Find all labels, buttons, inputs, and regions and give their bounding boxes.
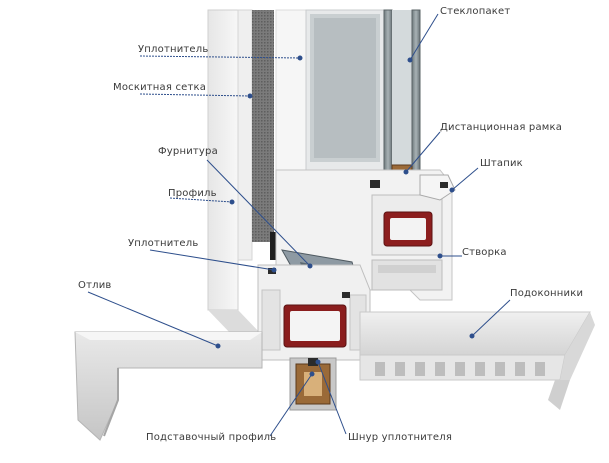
leader-dot-podokonniki xyxy=(469,333,475,339)
leader-dot-stvorka xyxy=(437,253,443,259)
leader-dot-furnitura xyxy=(307,263,313,269)
label-stvorka: Створка xyxy=(462,247,507,258)
leader-dot-shnur xyxy=(315,359,321,365)
frame-profile xyxy=(257,264,371,361)
leader-furnitura xyxy=(206,159,311,267)
leader-profil xyxy=(169,197,233,203)
label-uplotnitel-top: Уплотнитель xyxy=(138,44,209,55)
label-furnitura: Фурнитура xyxy=(158,146,218,157)
leader-dot-uplotnitel-mid xyxy=(271,267,277,273)
leader-uplotnitel-top xyxy=(139,55,301,59)
leader-podstavochny xyxy=(269,373,313,437)
leader-steklopaket xyxy=(409,13,439,61)
sash-interior-panel xyxy=(275,9,385,171)
leader-dot-steklopaket xyxy=(407,57,413,63)
leader-shtapik xyxy=(451,167,479,191)
glass-unit xyxy=(383,9,421,186)
leader-dot-shtapik xyxy=(449,187,455,193)
leader-dot-profil xyxy=(229,199,235,205)
leader-lines xyxy=(87,13,511,437)
leader-moskitnaya xyxy=(139,93,251,97)
label-uplotnitel-mid: Уплотнитель xyxy=(128,238,199,249)
leader-otliv xyxy=(87,291,219,347)
label-shtapik: Штапик xyxy=(480,158,523,169)
drip-sill xyxy=(74,331,263,441)
leader-shnur xyxy=(317,361,347,435)
label-podokonniki: Подоконники xyxy=(510,288,584,299)
label-distancionnaya-ramka: Дистанционная рамка xyxy=(440,122,563,133)
label-profil: Профиль xyxy=(168,188,217,199)
label-podstavochny-profil: Подставочный профиль xyxy=(146,432,277,443)
leader-podokonniki xyxy=(471,299,511,337)
leader-dot-moskitnaya xyxy=(247,93,253,99)
leader-dot-otliv xyxy=(215,343,221,349)
label-shnur-uplotnitelya: Шнур уплотнителя xyxy=(348,432,453,443)
window-sill xyxy=(359,311,595,410)
leader-dot-uplotnitel-top xyxy=(297,55,303,61)
support-profile xyxy=(289,357,337,411)
leader-dot-podstavochny xyxy=(309,371,315,377)
leader-uplotnitel-mid xyxy=(149,249,275,271)
label-otliv: Отлив xyxy=(78,280,112,291)
leader-dot-distanc xyxy=(403,169,409,175)
label-steklopaket: Стеклопакет xyxy=(440,6,511,17)
label-moskitnaya-setka: Москитная сетка xyxy=(113,82,207,93)
leader-distanc xyxy=(405,131,441,173)
